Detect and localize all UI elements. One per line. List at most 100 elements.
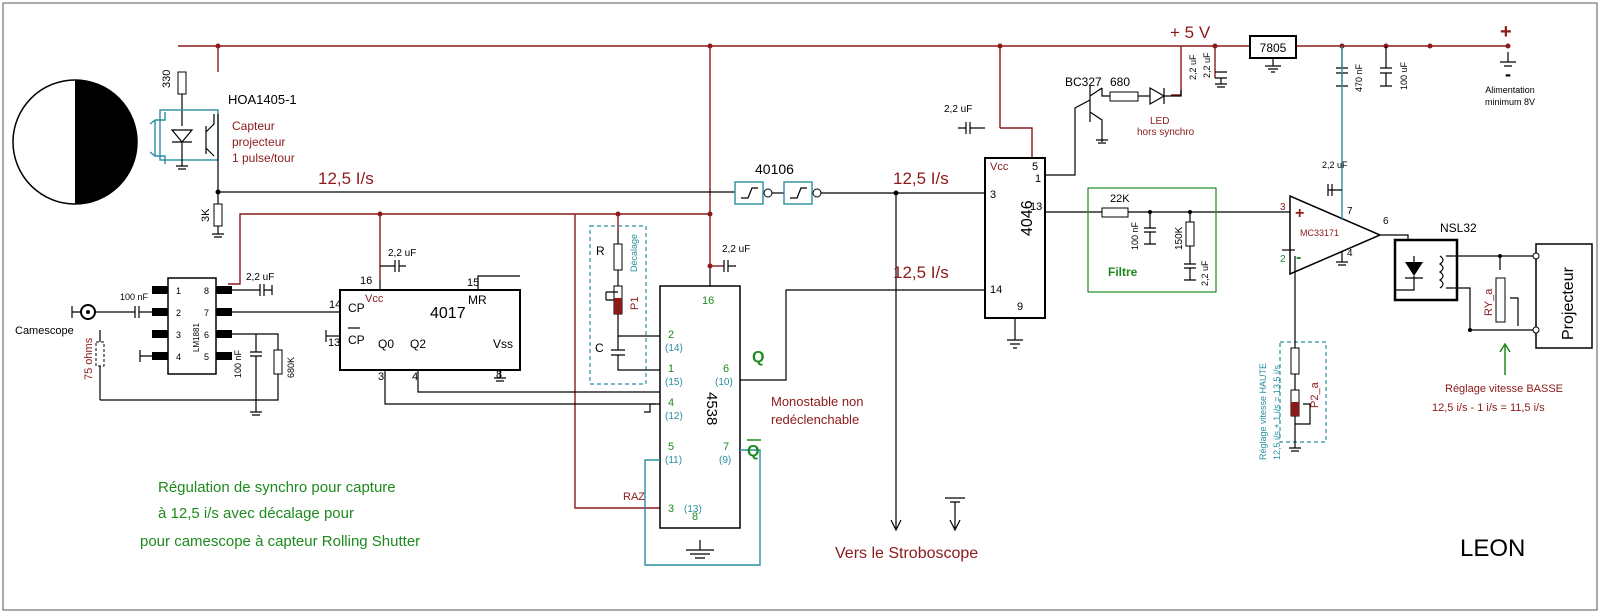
sensor-part: HOA1405-1 [228, 92, 297, 107]
svg-text:Q2: Q2 [410, 337, 426, 351]
svg-text:2,2 uF: 2,2 uF [1202, 52, 1212, 78]
svg-text:6: 6 [204, 330, 209, 340]
svg-text:100 nF: 100 nF [120, 292, 149, 302]
filter-label: Filtre [1108, 265, 1138, 279]
svg-text:(12): (12) [665, 411, 683, 422]
svg-text:2,2 uF: 2,2 uF [1200, 260, 1210, 286]
svg-text:BC327: BC327 [1065, 75, 1102, 89]
inverter-40106 [734, 181, 985, 205]
camcorder-label: Camescope [15, 325, 74, 337]
svg-text:330: 330 [161, 70, 173, 88]
svg-text:2,2 uF: 2,2 uF [1188, 54, 1198, 80]
projector-label: Projecteur [1560, 266, 1577, 340]
svg-text:2,2 uF: 2,2 uF [246, 272, 274, 283]
shutter-disc [12, 79, 138, 205]
svg-text:2: 2 [176, 308, 181, 318]
title-line-1: Régulation de synchro pour capture [158, 479, 396, 496]
svg-text:2,2 uF: 2,2 uF [944, 104, 972, 115]
svg-text:16: 16 [360, 275, 372, 287]
svg-text:CP: CP [348, 333, 365, 347]
rate-label-low: 12,5 I/s [893, 263, 949, 282]
svg-text:projecteur: projecteur [232, 135, 285, 149]
relay-nsl32 [1393, 238, 1536, 332]
termination-label: 75 ohms [83, 337, 95, 380]
svg-text:-: - [1296, 249, 1301, 266]
svg-text:13: 13 [328, 337, 340, 349]
svg-text:3: 3 [668, 503, 674, 515]
filter-block [1087, 187, 1217, 293]
svg-text:22K: 22K [1110, 193, 1130, 205]
svg-text:Alimentation: Alimentation [1485, 85, 1535, 95]
svg-text:5: 5 [668, 441, 674, 453]
svg-text:470 nF: 470 nF [1354, 63, 1364, 92]
svg-text:8: 8 [496, 369, 502, 381]
svg-text:hors synchro: hors synchro [1137, 127, 1195, 138]
plus-terminal: + [1500, 21, 1512, 43]
delay-network [589, 225, 660, 385]
svg-text:1 pulse/tour: 1 pulse/tour [232, 151, 295, 165]
svg-text:RY_a: RY_a [1483, 288, 1495, 316]
svg-text:6: 6 [723, 363, 729, 375]
svg-text:13: 13 [1030, 201, 1042, 213]
svg-text:2,2 uF: 2,2 uF [1322, 160, 1348, 170]
svg-text:Réglage vitesse BASSE: Réglage vitesse BASSE [1445, 383, 1563, 395]
svg-text:9: 9 [1017, 301, 1023, 313]
svg-text:(14): (14) [665, 343, 683, 354]
svg-text:3K: 3K [200, 208, 212, 222]
svg-text:Q0: Q0 [378, 337, 394, 351]
svg-text:Vss: Vss [493, 337, 513, 351]
svg-text:8: 8 [204, 286, 209, 296]
svg-text:2,2 uF: 2,2 uF [722, 244, 750, 255]
speed-high-pot [1279, 320, 1327, 452]
svg-text:5: 5 [204, 352, 209, 362]
title-line-3: pour camescope à capteur Rolling Shutter [140, 533, 420, 550]
optical-sensor [149, 71, 219, 192]
svg-text:12,5 i/s - 1 i/s = 11,5 i/s: 12,5 i/s - 1 i/s = 11,5 i/s [1432, 402, 1545, 414]
svg-text:1: 1 [1035, 173, 1041, 185]
svg-text:Réglage vitesse HAUTE: Réglage vitesse HAUTE [1258, 363, 1268, 460]
lm1881-chip [152, 277, 232, 375]
svg-text:7: 7 [723, 441, 729, 453]
svg-text:Monostable non: Monostable non [771, 394, 864, 409]
svg-text:2: 2 [668, 329, 674, 341]
svg-text:2: 2 [1280, 254, 1286, 265]
svg-text:Vcc: Vcc [990, 161, 1009, 173]
svg-text:7: 7 [1347, 206, 1353, 217]
svg-text:Capteur: Capteur [232, 119, 275, 133]
svg-text:14: 14 [329, 299, 341, 311]
svg-text:+: + [1295, 205, 1304, 222]
rate-label-top: 12,5 I/s [318, 169, 374, 188]
svg-text:6: 6 [1383, 216, 1389, 227]
svg-text:4: 4 [668, 397, 674, 409]
inverter-part: 40106 [755, 161, 794, 177]
author-label: LEON [1460, 535, 1525, 562]
svg-text:(15): (15) [665, 377, 683, 388]
svg-text:2,2 uF: 2,2 uF [388, 248, 416, 259]
svg-text:Vcc: Vcc [365, 293, 384, 305]
projector-box [1532, 243, 1593, 349]
svg-text:3: 3 [990, 189, 996, 201]
svg-text:680K: 680K [286, 357, 296, 378]
svg-text:5: 5 [1032, 161, 1038, 173]
svg-text:3: 3 [176, 330, 181, 340]
svg-text:100 nF: 100 nF [1130, 221, 1140, 250]
svg-text:680: 680 [1110, 75, 1130, 89]
counter-part: 4017 [430, 305, 466, 322]
svg-text:16: 16 [702, 295, 714, 307]
svg-text:MR: MR [468, 293, 487, 307]
svg-text:7805: 7805 [1260, 41, 1287, 55]
camcorder-connector [71, 304, 96, 320]
svg-text:7: 7 [204, 308, 209, 318]
regulator-7805: 7805 [1249, 35, 1297, 73]
opamp-mc33171 [1282, 46, 1409, 320]
pll-4046 [958, 99, 1290, 349]
svg-text:(11): (11) [665, 455, 682, 466]
svg-text:(10): (10) [715, 377, 733, 388]
pll-part: 4046 [1019, 200, 1036, 236]
svg-text:LED: LED [1150, 116, 1169, 127]
svg-text:12,5 i/s + 1 i/s = 13,5 i/s: 12,5 i/s + 1 i/s = 13,5 i/s [1272, 364, 1282, 460]
title-line-2: à 12,5 i/s avec décalage pour [158, 505, 354, 522]
svg-text:R: R [596, 244, 605, 258]
